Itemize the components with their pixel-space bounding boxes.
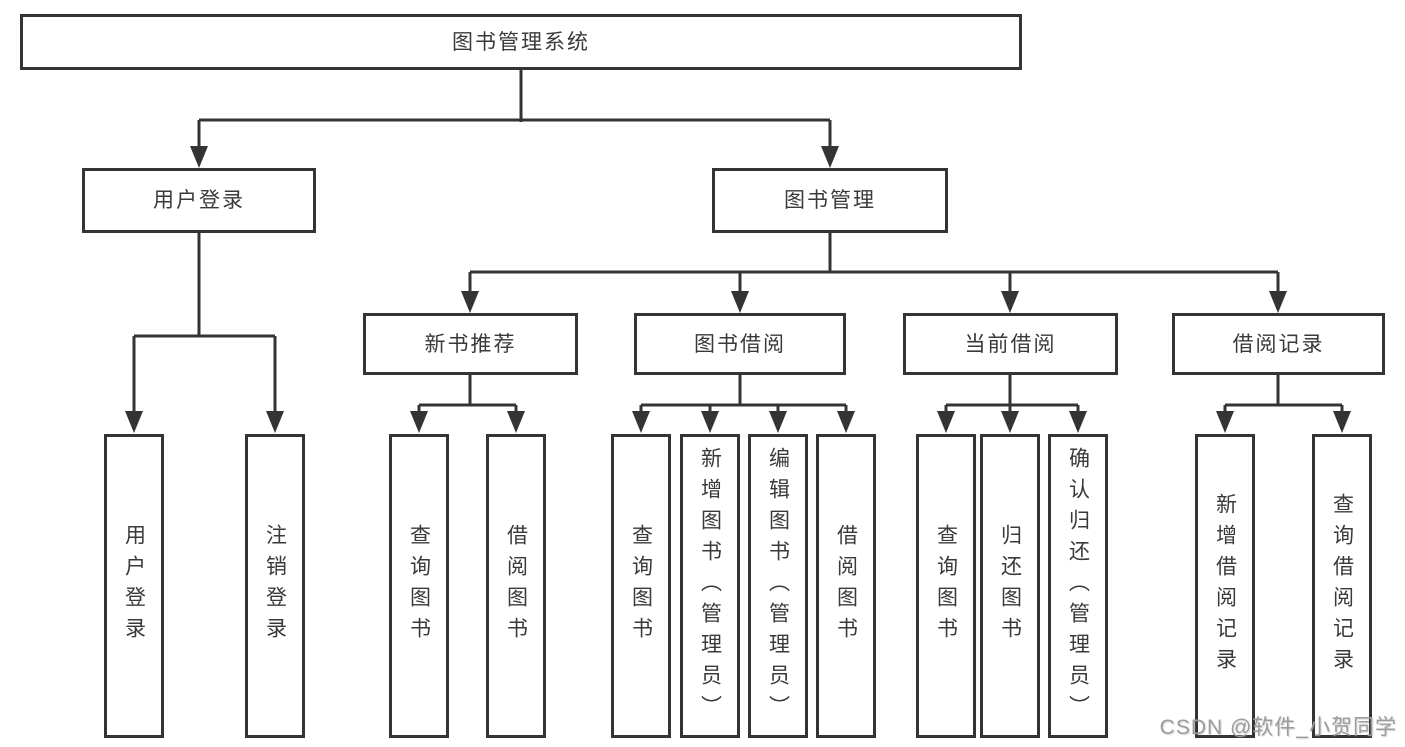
node-user-login-label: 用户登录	[153, 189, 245, 212]
arrow-down-icon	[837, 411, 855, 433]
leaf-logout-label: 注销登录	[263, 524, 287, 648]
node-book-borrow: 图书借阅	[634, 313, 846, 375]
leaf-query-books-current: 查询图书	[916, 434, 976, 738]
leaf-return-books: 归还图书	[980, 434, 1040, 738]
leaf-query-borrow-record-label: 查询借阅记录	[1330, 493, 1354, 679]
leaf-borrow-books: 借阅图书	[816, 434, 876, 738]
leaf-confirm-return-admin-label: 确认归还（管理员）	[1066, 446, 1090, 726]
node-book-management: 图书管理	[712, 168, 948, 233]
arrow-down-icon	[190, 146, 208, 168]
arrow-down-icon	[701, 411, 719, 433]
arrow-down-icon	[1333, 411, 1351, 433]
leaf-query-books-current-label: 查询图书	[934, 524, 958, 648]
node-new-book-recommend-label: 新书推荐	[424, 332, 517, 356]
arrow-down-icon	[937, 411, 955, 433]
leaf-query-books-recommend-label: 查询图书	[407, 524, 431, 648]
node-borrow-records: 借阅记录	[1172, 313, 1385, 375]
leaf-add-borrow-record-label: 新增借阅记录	[1213, 493, 1237, 679]
leaf-user-login: 用户登录	[104, 434, 164, 738]
leaf-borrow-books-recommend: 借阅图书	[486, 434, 546, 738]
leaf-query-books-recommend: 查询图书	[389, 434, 449, 738]
leaf-query-borrow-record: 查询借阅记录	[1312, 434, 1372, 738]
node-root-label: 图书管理系统	[452, 30, 590, 54]
leaf-return-books-label: 归还图书	[998, 524, 1022, 648]
arrow-down-icon	[507, 411, 525, 433]
arrow-down-icon	[769, 411, 787, 433]
arrow-down-icon	[632, 411, 650, 433]
leaf-add-borrow-record: 新增借阅记录	[1195, 434, 1255, 738]
node-current-borrow-label: 当前借阅	[964, 332, 1057, 356]
arrow-down-icon	[731, 291, 749, 313]
leaf-query-books-borrow-label: 查询图书	[629, 524, 653, 648]
node-root: 图书管理系统	[20, 14, 1022, 70]
leaf-edit-books-admin-label: 编辑图书（管理员）	[766, 446, 790, 726]
leaf-add-books-admin-label: 新增图书（管理员）	[698, 446, 722, 726]
arrow-down-icon	[266, 411, 284, 433]
node-borrow-records-label: 借阅记录	[1232, 332, 1325, 356]
leaf-logout: 注销登录	[245, 434, 305, 738]
arrow-down-icon	[1269, 291, 1287, 313]
arrow-down-icon	[1216, 411, 1234, 433]
leaf-borrow-books-label: 借阅图书	[834, 524, 858, 648]
arrow-down-icon	[1069, 411, 1087, 433]
leaf-query-books-borrow: 查询图书	[611, 434, 671, 738]
node-user-login: 用户登录	[82, 168, 316, 233]
arrow-down-icon	[461, 291, 479, 313]
arrow-down-icon	[821, 146, 839, 168]
node-new-book-recommend: 新书推荐	[363, 313, 578, 375]
arrow-down-icon	[1001, 291, 1019, 313]
node-book-borrow-label: 图书借阅	[694, 332, 786, 356]
leaf-user-login-label: 用户登录	[122, 524, 146, 648]
leaf-add-books-admin: 新增图书（管理员）	[680, 434, 740, 738]
leaf-confirm-return-admin: 确认归还（管理员）	[1048, 434, 1108, 738]
watermark: CSDN @软件_小贺同学	[1159, 716, 1397, 739]
arrow-down-icon	[125, 411, 143, 433]
leaf-edit-books-admin: 编辑图书（管理员）	[748, 434, 808, 738]
node-current-borrow: 当前借阅	[903, 313, 1118, 375]
arrow-down-icon	[1001, 411, 1019, 433]
node-book-management-label: 图书管理	[784, 189, 876, 212]
arrow-down-icon	[410, 411, 428, 433]
leaf-borrow-books-recommend-label: 借阅图书	[504, 524, 528, 648]
